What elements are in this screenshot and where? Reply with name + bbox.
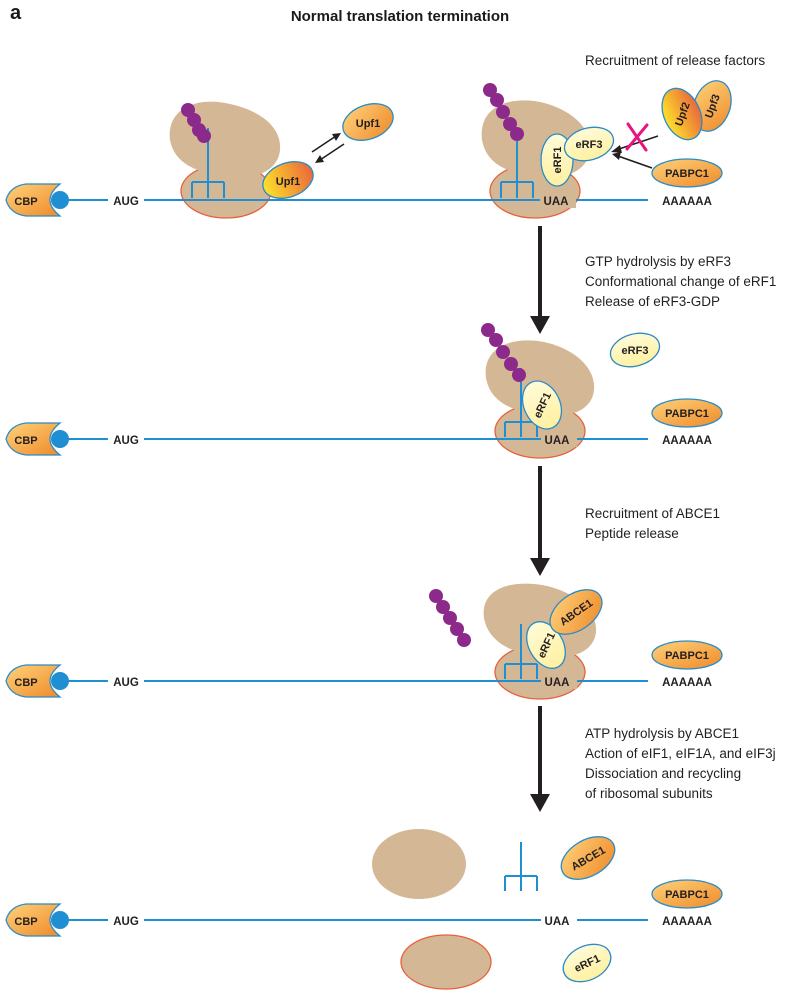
uaa-label: UAA — [545, 916, 570, 928]
cbp-protein — [5, 664, 62, 698]
abce1-protein — [549, 589, 603, 635]
aug-label: AUG — [113, 435, 139, 447]
step-note-line: Conformational change of eRF1 — [585, 274, 777, 289]
upf2-protein — [661, 87, 703, 141]
upf1-bound-protein — [262, 161, 314, 199]
aug-label-bg — [108, 192, 144, 208]
nascent-peptide — [481, 323, 526, 382]
pabpc1-label: PABPC1 — [665, 408, 709, 420]
cbp-protein — [5, 183, 62, 217]
step-arrow — [530, 466, 550, 576]
step-note-0: Recruitment of release factors — [585, 51, 765, 71]
small-ribosomal-subunit-free — [400, 934, 492, 990]
step-note-line: of ribosomal subunits — [585, 786, 713, 801]
polya-label: AAAAAA — [662, 435, 712, 447]
cap-circle-icon — [51, 672, 69, 690]
cbp-protein — [5, 422, 62, 456]
step-note-line: Peptide release — [585, 526, 679, 541]
row-2: CBP AUG UAA eR — [5, 323, 723, 459]
step-note-1: GTP hydrolysis by eRF3 Conformational ch… — [585, 252, 776, 312]
cap-circle-icon — [51, 191, 69, 209]
row-4: CBP AUG UAA ABCE1 eRF1 PABPC1 AAAAAA — [5, 829, 723, 990]
pabpc1-protein — [651, 158, 723, 188]
step-note-3: ATP hydrolysis by ABCE1 Action of eIF1, … — [585, 724, 776, 804]
step-note-line: Action of eIF1, eIF1A, and eIF3j — [585, 746, 776, 761]
trna — [500, 128, 534, 198]
aug-label-bg — [108, 673, 144, 689]
step-note-line: Release of eRF3-GDP — [585, 294, 721, 309]
cbp-label: CBP — [14, 916, 37, 928]
upf1-free-label: Upf1 — [356, 118, 380, 130]
uaa-label-bg — [541, 912, 577, 928]
step-note-line: Recruitment of release factors — [585, 53, 766, 68]
uaa-label-bg — [541, 431, 577, 447]
aug-label-bg — [108, 431, 144, 447]
cap-circle-icon — [51, 430, 69, 448]
cbp-label: CBP — [14, 196, 37, 208]
step-note-2: Recruitment of ABCE1 Peptide release — [585, 504, 720, 544]
uaa-label-bg — [540, 192, 576, 208]
cap-circle-icon — [51, 911, 69, 929]
erf3-label: eRF3 — [576, 139, 603, 151]
block-x-icon — [625, 122, 649, 152]
nascent-peptide — [483, 83, 524, 141]
cbp-label: CBP — [14, 677, 37, 689]
erf3-protein — [609, 332, 661, 368]
row-1: CBP AUG — [5, 80, 732, 219]
erf3-label: eRF3 — [622, 345, 649, 357]
aug-label: AUG — [113, 196, 139, 208]
step-note-line: Dissociation and recycling — [585, 766, 742, 781]
pabpc1-protein — [651, 398, 723, 428]
panel-letter: a — [10, 2, 22, 24]
cbp-protein — [5, 903, 62, 937]
abce1-protein — [560, 836, 616, 880]
upf1-bound-label: Upf1 — [276, 176, 300, 188]
erf1-protein — [526, 621, 566, 669]
trna-free — [504, 842, 538, 891]
polya-label: AAAAAA — [662, 677, 712, 689]
uaa-label: UAA — [544, 196, 569, 208]
polya-label: AAAAAA — [662, 196, 712, 208]
pabpc1-label: PABPC1 — [665, 168, 709, 180]
row-3: CBP AUG UAA eR — [5, 583, 723, 700]
pabpc1-label: PABPC1 — [665, 889, 709, 901]
polya-label: AAAAAA — [662, 916, 712, 928]
uaa-label: UAA — [545, 677, 570, 689]
erf3-protein — [563, 126, 615, 162]
pabpc1-protein — [651, 640, 723, 670]
step-arrow — [530, 706, 550, 812]
equilibrium-arrows-icon — [311, 133, 345, 163]
aug-label: AUG — [113, 677, 139, 689]
aug-label: AUG — [113, 916, 139, 928]
nascent-peptide — [181, 103, 211, 143]
step-note-line: GTP hydrolysis by eRF3 — [585, 254, 732, 269]
step-arrow — [530, 226, 550, 334]
step-note-line: Recruitment of ABCE1 — [585, 506, 721, 521]
released-peptide — [429, 589, 471, 647]
pabpc1-protein — [651, 879, 723, 909]
large-ribosomal-subunit-free — [372, 829, 466, 899]
uaa-label-bg — [541, 673, 577, 689]
upf1-free-protein — [342, 103, 394, 141]
aug-label-bg — [108, 912, 144, 928]
erf1-protein — [562, 943, 612, 983]
pabpc1-label: PABPC1 — [665, 650, 709, 662]
blocked-arrow — [611, 135, 659, 153]
cbp-label: CBP — [14, 435, 37, 447]
step-note-line: ATP hydrolysis by ABCE1 — [585, 726, 740, 741]
trna — [504, 624, 538, 679]
erf1-protein — [521, 380, 563, 430]
recruit-arrow — [612, 152, 653, 169]
diagram-title: Normal translation termination — [290, 8, 510, 25]
uaa-label: UAA — [545, 435, 570, 447]
erf1-label: eRF1 — [552, 147, 564, 174]
